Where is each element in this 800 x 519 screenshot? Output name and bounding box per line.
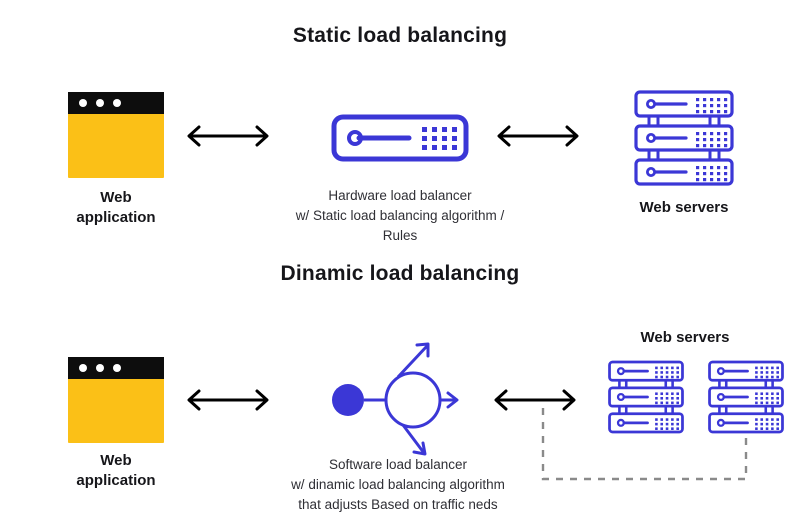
browser-window-icon-dynamic (68, 357, 164, 443)
caption-line-1: Hardware load balancer (328, 188, 472, 203)
web-application-label-line1: Web (100, 189, 132, 206)
browser-dot-green (113, 364, 121, 372)
hardware-load-balancer-icon (331, 114, 469, 162)
browser-title-bar (68, 92, 164, 114)
arrow-balancer-to-servers-static (492, 122, 584, 150)
browser-title-bar (68, 357, 164, 379)
server-rack-icon-dynamic-2 (708, 358, 784, 436)
hardware-load-balancer-caption: Hardware load balancer w/ Static load ba… (250, 186, 550, 246)
browser-dot-yellow (96, 364, 104, 372)
web-application-label-static: Web application (36, 188, 196, 228)
browser-dot-red (79, 364, 87, 372)
browser-dot-green (113, 99, 121, 107)
caption-line-3: Rules (382, 228, 418, 243)
web-application-label-line2: application (76, 209, 156, 226)
arrow-balancer-to-servers-dynamic (489, 386, 581, 414)
web-servers-label-static: Web servers (639, 199, 729, 216)
caption-line-1: Software load balancer (328, 457, 468, 472)
caption-line-2: w/ Static load balancing algorithm / (295, 208, 505, 223)
browser-window-icon-static (68, 92, 164, 178)
server-rack-icon-dynamic-1 (608, 358, 684, 436)
section-title-static: Static load balancing (292, 24, 508, 47)
dashed-scaling-bracket (536, 400, 766, 490)
arrow-app-to-balancer-static (182, 122, 274, 150)
section-title-dynamic: Dinamic load balancing (280, 262, 520, 285)
caption-line-3: that adjusts Based on traffic neds (298, 497, 498, 512)
browser-dot-red (79, 99, 87, 107)
server-rack-icon-static (634, 90, 734, 186)
caption-line-2: w/ dinamic load balancing algorithm (291, 477, 505, 492)
arrow-app-to-balancer-dynamic (182, 386, 274, 414)
web-application-label-dynamic: Web application (36, 451, 196, 491)
software-load-balancer-caption: Software load balancer w/ dinamic load b… (248, 455, 548, 515)
web-application-label-line1: Web (100, 452, 132, 469)
web-application-label-line2: application (76, 472, 156, 489)
software-load-balancer-icon (330, 340, 460, 460)
web-servers-label-dynamic: Web servers (640, 329, 730, 346)
browser-dot-yellow (96, 99, 104, 107)
